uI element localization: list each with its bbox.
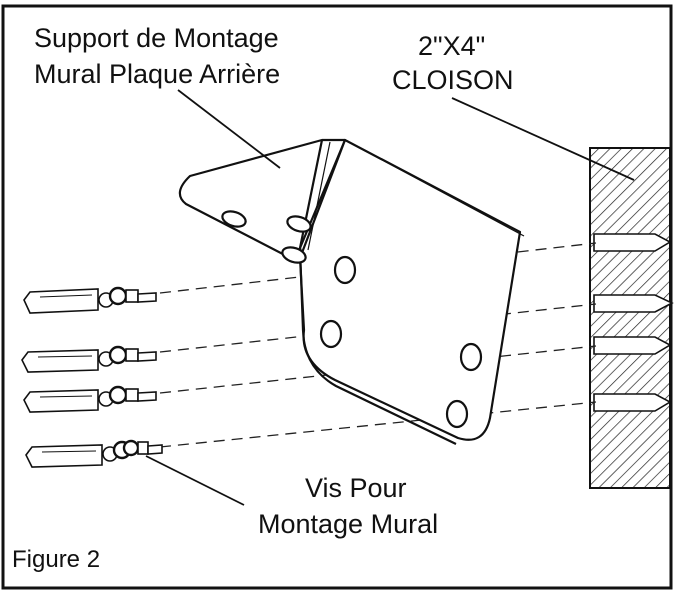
- wall-anchor-screw-icon: [21, 286, 163, 468]
- bracket-label-line1: Support de Montage: [34, 23, 279, 53]
- stud-label-line1: 2"X4": [418, 31, 486, 61]
- screw-2: [21, 345, 157, 373]
- wood-stud-icon: [589, 147, 674, 489]
- screw-4: [25, 439, 163, 468]
- screw-3: [23, 385, 157, 413]
- screw-1: [23, 286, 157, 314]
- screws-label-line1: Vis Pour: [305, 473, 407, 503]
- figure-number: Figure 2: [12, 546, 101, 573]
- bracket-label-line2: Mural Plaque Arrière: [34, 59, 281, 89]
- l-bracket-icon: [178, 138, 525, 445]
- screws-label-line2: Montage Mural: [258, 509, 439, 539]
- leader-lines: [145, 89, 635, 506]
- stud-label-line2: CLOISON: [392, 65, 514, 95]
